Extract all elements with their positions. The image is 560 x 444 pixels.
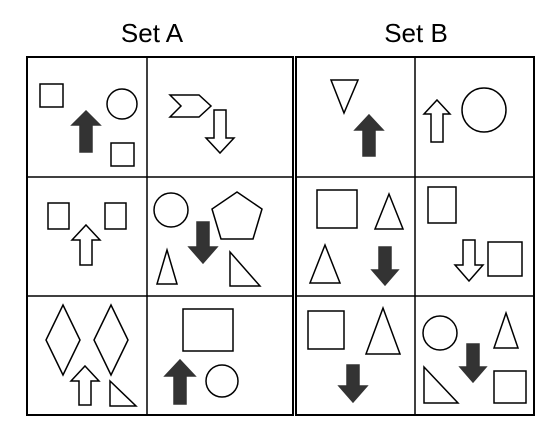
set-b-panel-5 [307, 305, 402, 404]
square-shape [182, 308, 234, 352]
triangle-shape [308, 242, 342, 284]
circle-shape [106, 88, 138, 120]
circle-shape [205, 364, 239, 398]
arrow-up-icon [422, 98, 452, 143]
set-a-panel-3 [47, 202, 127, 266]
set-b-panel-6 [422, 310, 527, 404]
square-shape [316, 189, 358, 229]
set-b-title: Set B [384, 18, 448, 48]
set-a-panel-6 [163, 308, 239, 405]
square-shape [487, 241, 523, 277]
square-shape [47, 202, 70, 230]
right-triangle-shape [229, 250, 262, 287]
square-shape [39, 83, 64, 108]
square-shape [110, 142, 135, 167]
triangle-shape [364, 305, 402, 355]
set-b-panel-1 [329, 79, 385, 157]
right-triangle-shape [109, 379, 138, 407]
square-shape [307, 310, 345, 350]
arrow-down-icon [187, 221, 219, 265]
arrow-down-icon [337, 364, 369, 404]
set-a-panel-1 [39, 83, 138, 167]
circle-shape [422, 315, 458, 351]
square-shape [104, 202, 127, 230]
diamond-shape [93, 303, 129, 377]
triangle-shape [373, 191, 405, 230]
inverted-triangle-shape [329, 79, 360, 115]
set-a-title: Set A [120, 18, 184, 48]
set-a-panel-4 [153, 191, 263, 287]
set-b-grid [295, 56, 535, 416]
triangle-shape [492, 310, 520, 349]
set-a-grid [26, 56, 294, 416]
diamond-shape [45, 303, 81, 377]
arrow-down-icon [453, 239, 485, 283]
circle-shape [461, 87, 507, 133]
set-b-panel-4 [427, 186, 523, 283]
square-shape [427, 186, 457, 224]
arrow-down-icon [204, 109, 236, 155]
pentagon-shape [211, 191, 263, 240]
triangle-shape [155, 247, 179, 285]
arrow-up-icon [69, 364, 101, 406]
arrow-down-icon [370, 246, 400, 287]
set-a-panel-5 [45, 303, 138, 407]
right-triangle-shape [423, 365, 460, 404]
chevron-shape [168, 94, 213, 118]
circle-shape [153, 192, 189, 228]
square-shape [493, 370, 527, 404]
set-b-panel-3 [308, 189, 405, 287]
set-a-panel-2 [168, 94, 236, 155]
arrow-up-icon [163, 358, 197, 405]
arrow-down-icon [458, 343, 488, 384]
set-b-panel-2 [422, 87, 507, 143]
arrow-up-icon [353, 113, 385, 157]
arrow-up-icon [70, 109, 102, 153]
arrow-up-icon [70, 223, 102, 266]
